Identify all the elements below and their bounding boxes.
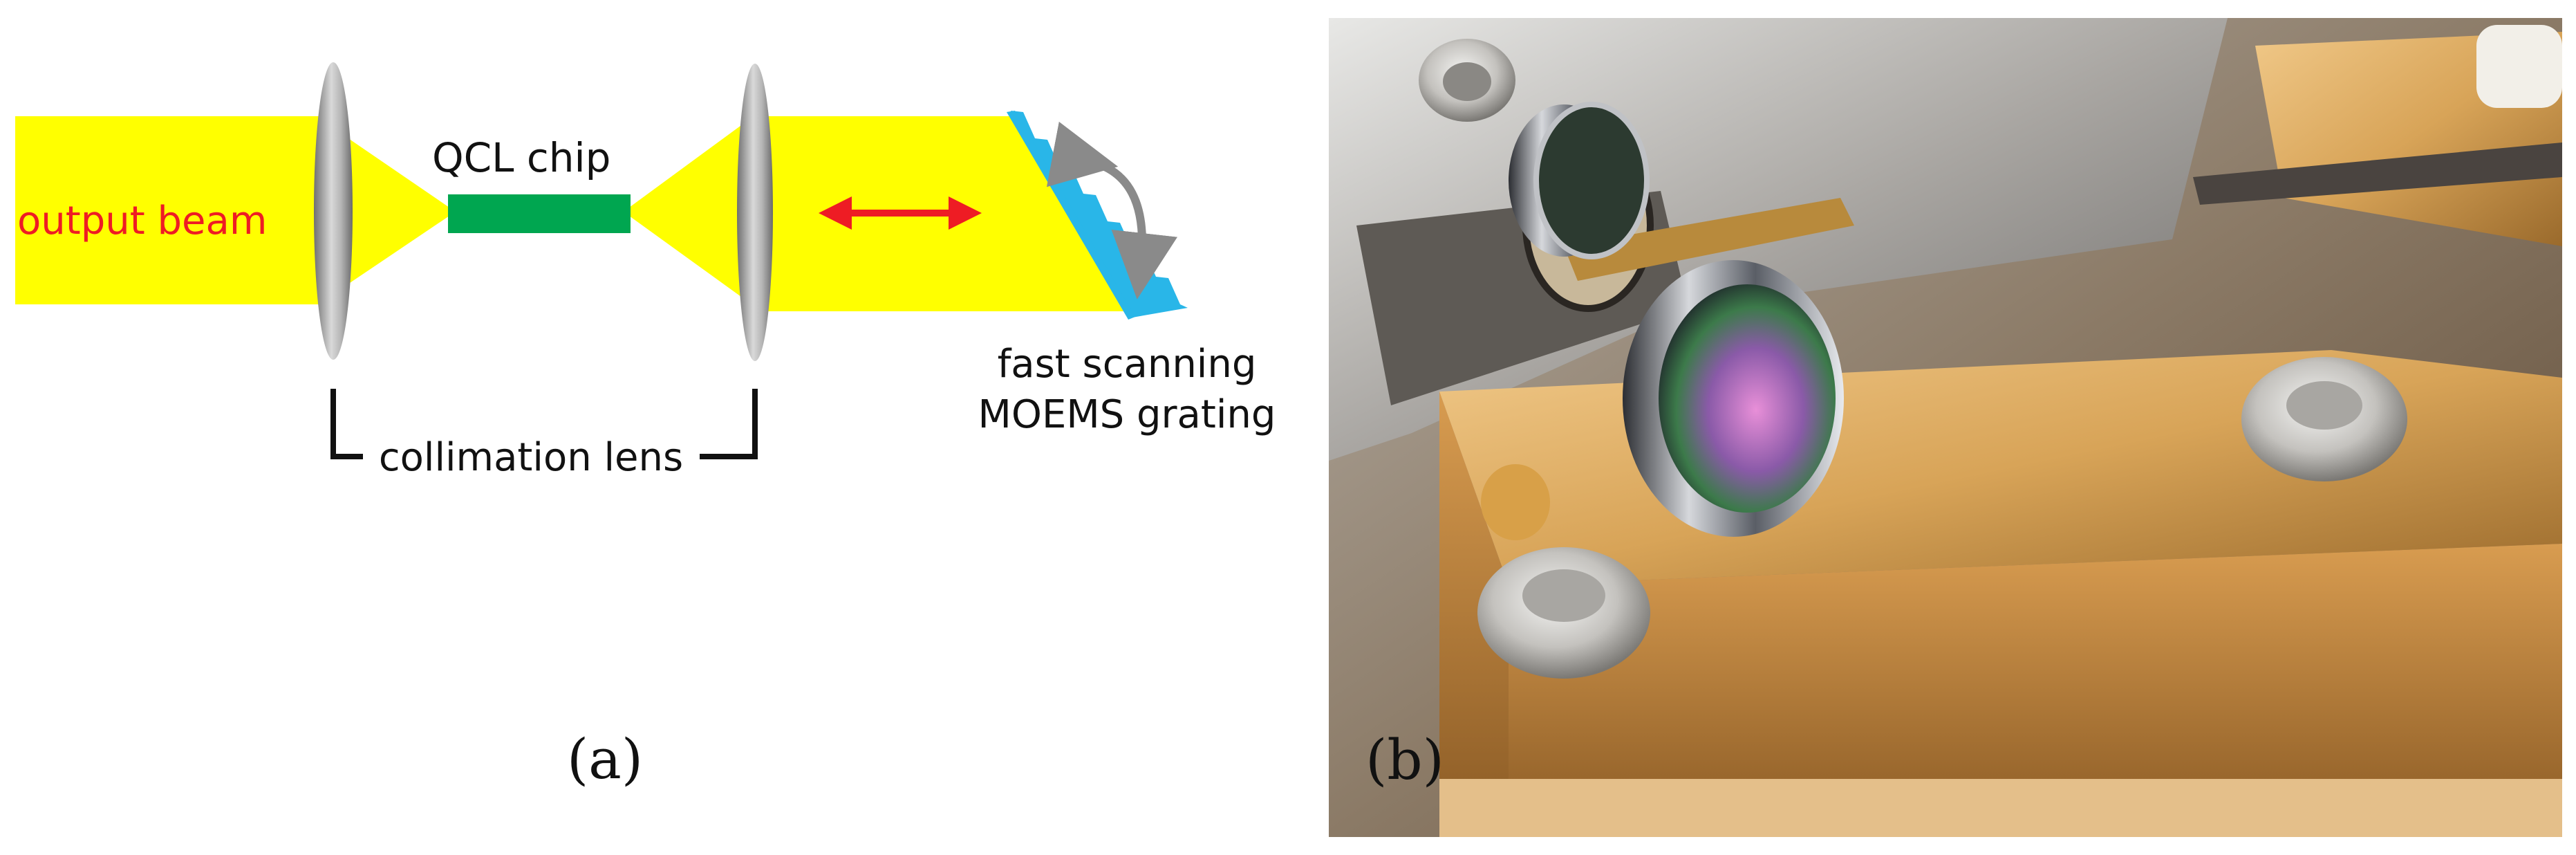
white-knob: [2476, 25, 2562, 108]
panel-b-label: (b): [1365, 728, 1444, 792]
lens-barrel-1-face: [1533, 102, 1650, 259]
beam-cone-right: [629, 116, 754, 306]
panel-a-label: (a): [567, 727, 643, 791]
output-beam-label: output beam: [17, 199, 267, 243]
brass-base-lower: [1509, 544, 2562, 837]
collimation-lens-bracket: [330, 389, 758, 459]
qcl-chip: [448, 194, 631, 233]
collimation-lens-right: [737, 64, 773, 361]
main-lens-face: [1659, 284, 1836, 513]
brass-base-front: [1439, 392, 1509, 837]
grating-label-line2: MOEMS grating: [978, 392, 1276, 437]
beam-direction-arrow: [819, 196, 982, 230]
grating-label-line1: fast scanning: [998, 342, 1257, 387]
top-screw-recess: [1443, 62, 1491, 101]
collimation-lens-left: [314, 62, 353, 360]
base-screw-right-recess: [2286, 381, 2362, 430]
base-screw-left-recess: [1522, 569, 1605, 622]
collimation-lens-label: collimation lens: [379, 435, 683, 480]
output-beam: [15, 116, 319, 304]
qcl-chip-mount: [1564, 198, 1854, 281]
rod: [2193, 142, 2562, 205]
qcl-chip-label: QCL chip: [432, 134, 610, 181]
rotation-arrow: [1046, 121, 1177, 300]
brass-foot: [1439, 779, 2562, 837]
brass-screw: [1481, 464, 1550, 540]
device-photo: (b): [1329, 18, 2562, 837]
schematic-diagram: output beam QCL chip collimation lens fa…: [15, 62, 1276, 791]
